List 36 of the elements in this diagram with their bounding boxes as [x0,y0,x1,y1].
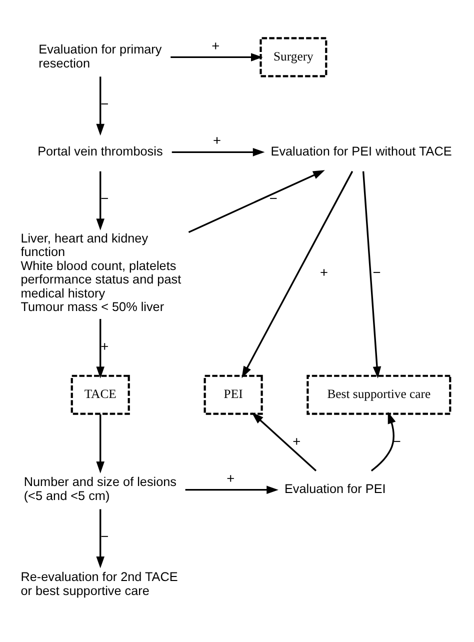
arrow [188,170,325,233]
edge-label: − [100,528,109,544]
arrow [96,509,104,568]
arrow [96,171,104,230]
edge-label: − [100,191,109,206]
arrow [252,412,317,472]
arrow [96,414,104,474]
node-text: Portal vein thrombosis [38,144,163,158]
edge-label: + [212,38,220,54]
node-text: Liver, heart and kidney function White blood count, platelets performance status and past medical history Tumour mass < 50% liver [20,231,182,314]
arrow [170,53,263,62]
arrow [242,170,354,378]
edge-label: + [320,265,328,280]
arrow [185,486,278,494]
edge-label: + [100,338,109,354]
node-box: PEI [204,374,263,415]
arrow [96,318,104,378]
arrow [362,171,382,378]
edge-label: + [292,434,301,449]
node-text: Number and size of lesions (<5 and <5 cm) [24,475,177,503]
edge-label: + [212,133,221,148]
edge-label: − [269,191,278,206]
arrow [172,148,265,156]
node-box: Surgery [260,37,328,78]
node-text: Evaluation for PEI [284,482,386,496]
arrow [96,76,104,136]
node-text: Evaluation for PEI without TACE [270,144,452,158]
edge-label: − [372,265,381,280]
edge-label: − [100,96,109,112]
arrow [370,412,396,472]
edge-label: − [392,434,401,449]
node-box: TACE [70,374,130,415]
node-text: Re-evaluation for 2nd TACE or best supportive care [20,570,178,598]
edge-label: + [226,470,235,486]
node-box: Best supportive care [306,374,452,415]
node-text: Evaluation for primary resection [38,42,162,70]
